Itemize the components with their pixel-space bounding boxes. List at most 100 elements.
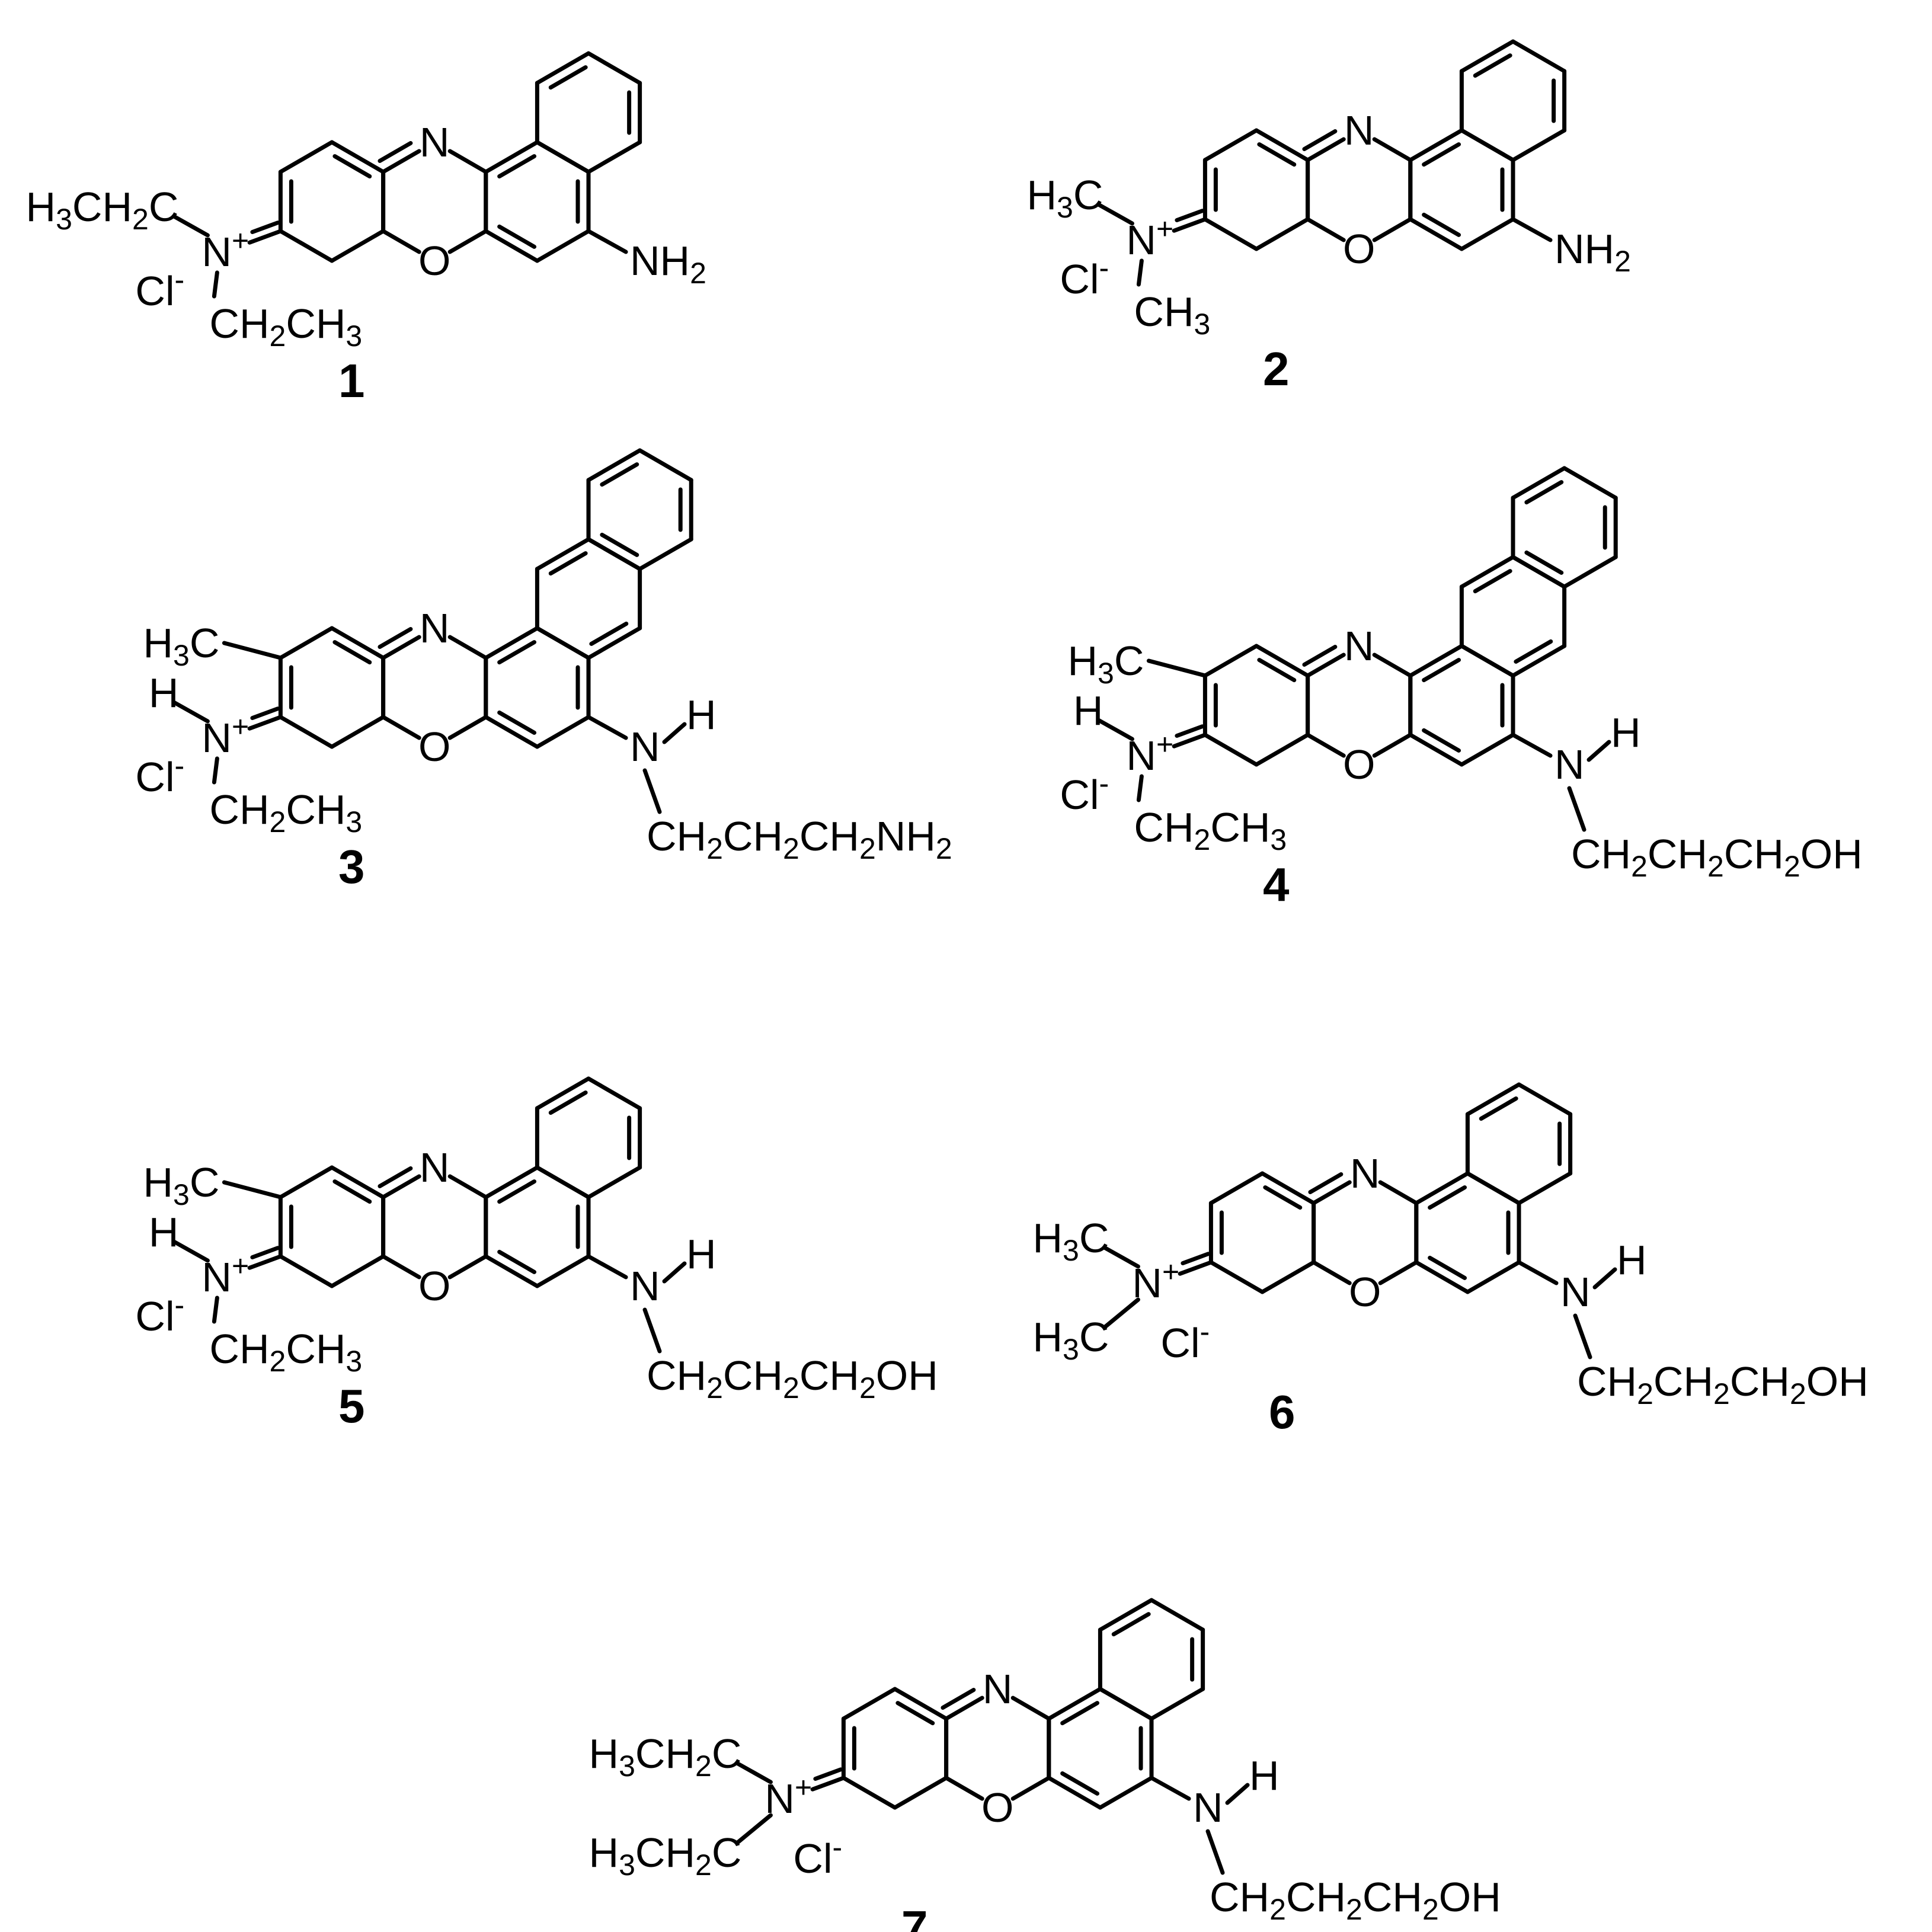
n-substituent-bond	[1136, 258, 1144, 287]
ring-d-bond	[586, 1076, 642, 1111]
ring-a-bond	[1202, 644, 1259, 678]
n-lower-substituent: H3CH2C	[589, 1829, 742, 1882]
ring-d-double-bond	[589, 621, 629, 646]
ring-nitrogen: N	[420, 1144, 450, 1191]
formula-part: 3	[173, 639, 190, 672]
n-substituent-bond	[1096, 202, 1134, 226]
methyl-label: H3C	[1067, 638, 1144, 690]
ring-b-bond	[1306, 733, 1346, 758]
formula-part: 2	[1637, 1377, 1653, 1410]
n-h-bond	[1592, 1267, 1617, 1290]
formula-part: 3	[346, 805, 362, 839]
n-upper-substituent: H3CH2C	[589, 1731, 742, 1783]
amine-bond	[586, 229, 628, 254]
ring-b-bond	[447, 635, 488, 660]
chloride-label: Cl-	[793, 1831, 842, 1882]
ring-c-bond	[1408, 128, 1464, 162]
ring-b-bond	[381, 1174, 421, 1199]
formula-part: CH	[635, 1829, 695, 1876]
formula-part: CH	[1724, 831, 1784, 877]
ring-c-bond	[1414, 1260, 1470, 1294]
formula-part: 2	[695, 1848, 712, 1882]
formula-part: -	[175, 263, 185, 296]
formula-part: -	[1099, 767, 1109, 800]
chloride-label: Cl-	[135, 1288, 184, 1339]
formula-part: H	[1026, 172, 1057, 218]
n-lower-substituent: CH3	[1134, 289, 1210, 341]
ring-a-bond	[278, 229, 334, 263]
ring-a-bond	[278, 1254, 334, 1288]
amine-n-label: N	[1193, 1784, 1223, 1831]
side-chain-label: CH2CH2CH2OH	[1210, 1874, 1501, 1926]
ring-c-double-bond	[497, 224, 537, 249]
ring-b-bond	[381, 149, 421, 174]
ring-a-bond	[1208, 1260, 1265, 1294]
ring-a-double-bond	[895, 1701, 935, 1726]
ring-d-double-bond	[1473, 53, 1512, 78]
ring-c-double-bond	[1422, 658, 1461, 683]
ring-a-bond	[841, 1776, 897, 1810]
formula-part: OH	[1800, 831, 1863, 877]
ring-a-bond	[1254, 733, 1310, 767]
formula-part: C	[1079, 1215, 1109, 1261]
n-substituent-bond	[734, 1813, 773, 1845]
ring-a-double-bond	[332, 1179, 372, 1204]
iminium-double-bond	[1175, 209, 1205, 222]
ring-d-double-bond	[548, 1090, 588, 1115]
amine-bond	[1517, 1260, 1559, 1285]
ring-c-double-bond	[1428, 1185, 1467, 1210]
formula-part: H	[1617, 1237, 1647, 1283]
ring-d-bond	[1511, 128, 1567, 162]
formula-part: N	[1193, 1784, 1223, 1831]
formula-part: 3	[1063, 1333, 1079, 1366]
ring-c-bond	[535, 715, 591, 749]
formula-part: CH	[635, 1731, 695, 1777]
formula-part: CH	[799, 1352, 859, 1399]
ring-b-bond	[381, 635, 421, 660]
iminium-double-bond	[250, 706, 280, 720]
amine-label: NH2	[630, 238, 706, 290]
ring-b-bond	[1312, 1180, 1352, 1205]
formula-part: 2	[936, 832, 952, 865]
n-lower-substituent: CH2CH3	[1134, 804, 1287, 856]
ring-d-bond	[1149, 1598, 1205, 1632]
amine-bond	[1149, 1776, 1191, 1801]
formula-part: 3	[1270, 823, 1287, 856]
formula-part: 2	[695, 1749, 712, 1783]
ring-b-bond	[381, 1254, 421, 1280]
formula-part: +	[1156, 728, 1173, 761]
compound-number: 2	[1263, 343, 1290, 395]
ring-b-bond	[1372, 652, 1413, 678]
formula-part: CH	[286, 300, 346, 347]
amine-h-label: H	[686, 692, 716, 738]
side-chain-label: CH2CH2CH2OH	[647, 1352, 938, 1405]
formula-part: 2	[1422, 1893, 1439, 1926]
iminium-double-bond	[1175, 724, 1205, 738]
formula-part: 2	[859, 832, 876, 865]
ring-b-bond	[1372, 217, 1413, 242]
amine-h-label: H	[1617, 1237, 1647, 1283]
formula-part: 3	[173, 1178, 190, 1211]
iminium-bond	[1172, 217, 1207, 233]
formula-part: CH	[1653, 1358, 1713, 1405]
iminium-nitrogen: N+	[765, 1771, 812, 1822]
ring-a-bond	[893, 1687, 949, 1721]
ring-a-bond	[1202, 217, 1259, 251]
iminium-bond	[810, 1776, 846, 1792]
ring-b-bond	[447, 1254, 488, 1280]
ring-a-double-bond	[1263, 1185, 1303, 1210]
ring-d-bond	[535, 51, 591, 85]
formula-part: OH	[876, 1352, 938, 1399]
formula-part: 3	[619, 1749, 635, 1783]
formula-part: NH	[1554, 226, 1614, 272]
formula-part: C	[1114, 638, 1144, 684]
ring-b-bond	[1372, 137, 1413, 162]
n-h-bond	[1225, 1783, 1250, 1805]
formula-part: H	[686, 1231, 716, 1277]
ring-c-double-bond	[1422, 212, 1461, 237]
ring-c-bond	[1408, 644, 1464, 678]
formula-part: H	[1032, 1215, 1063, 1261]
